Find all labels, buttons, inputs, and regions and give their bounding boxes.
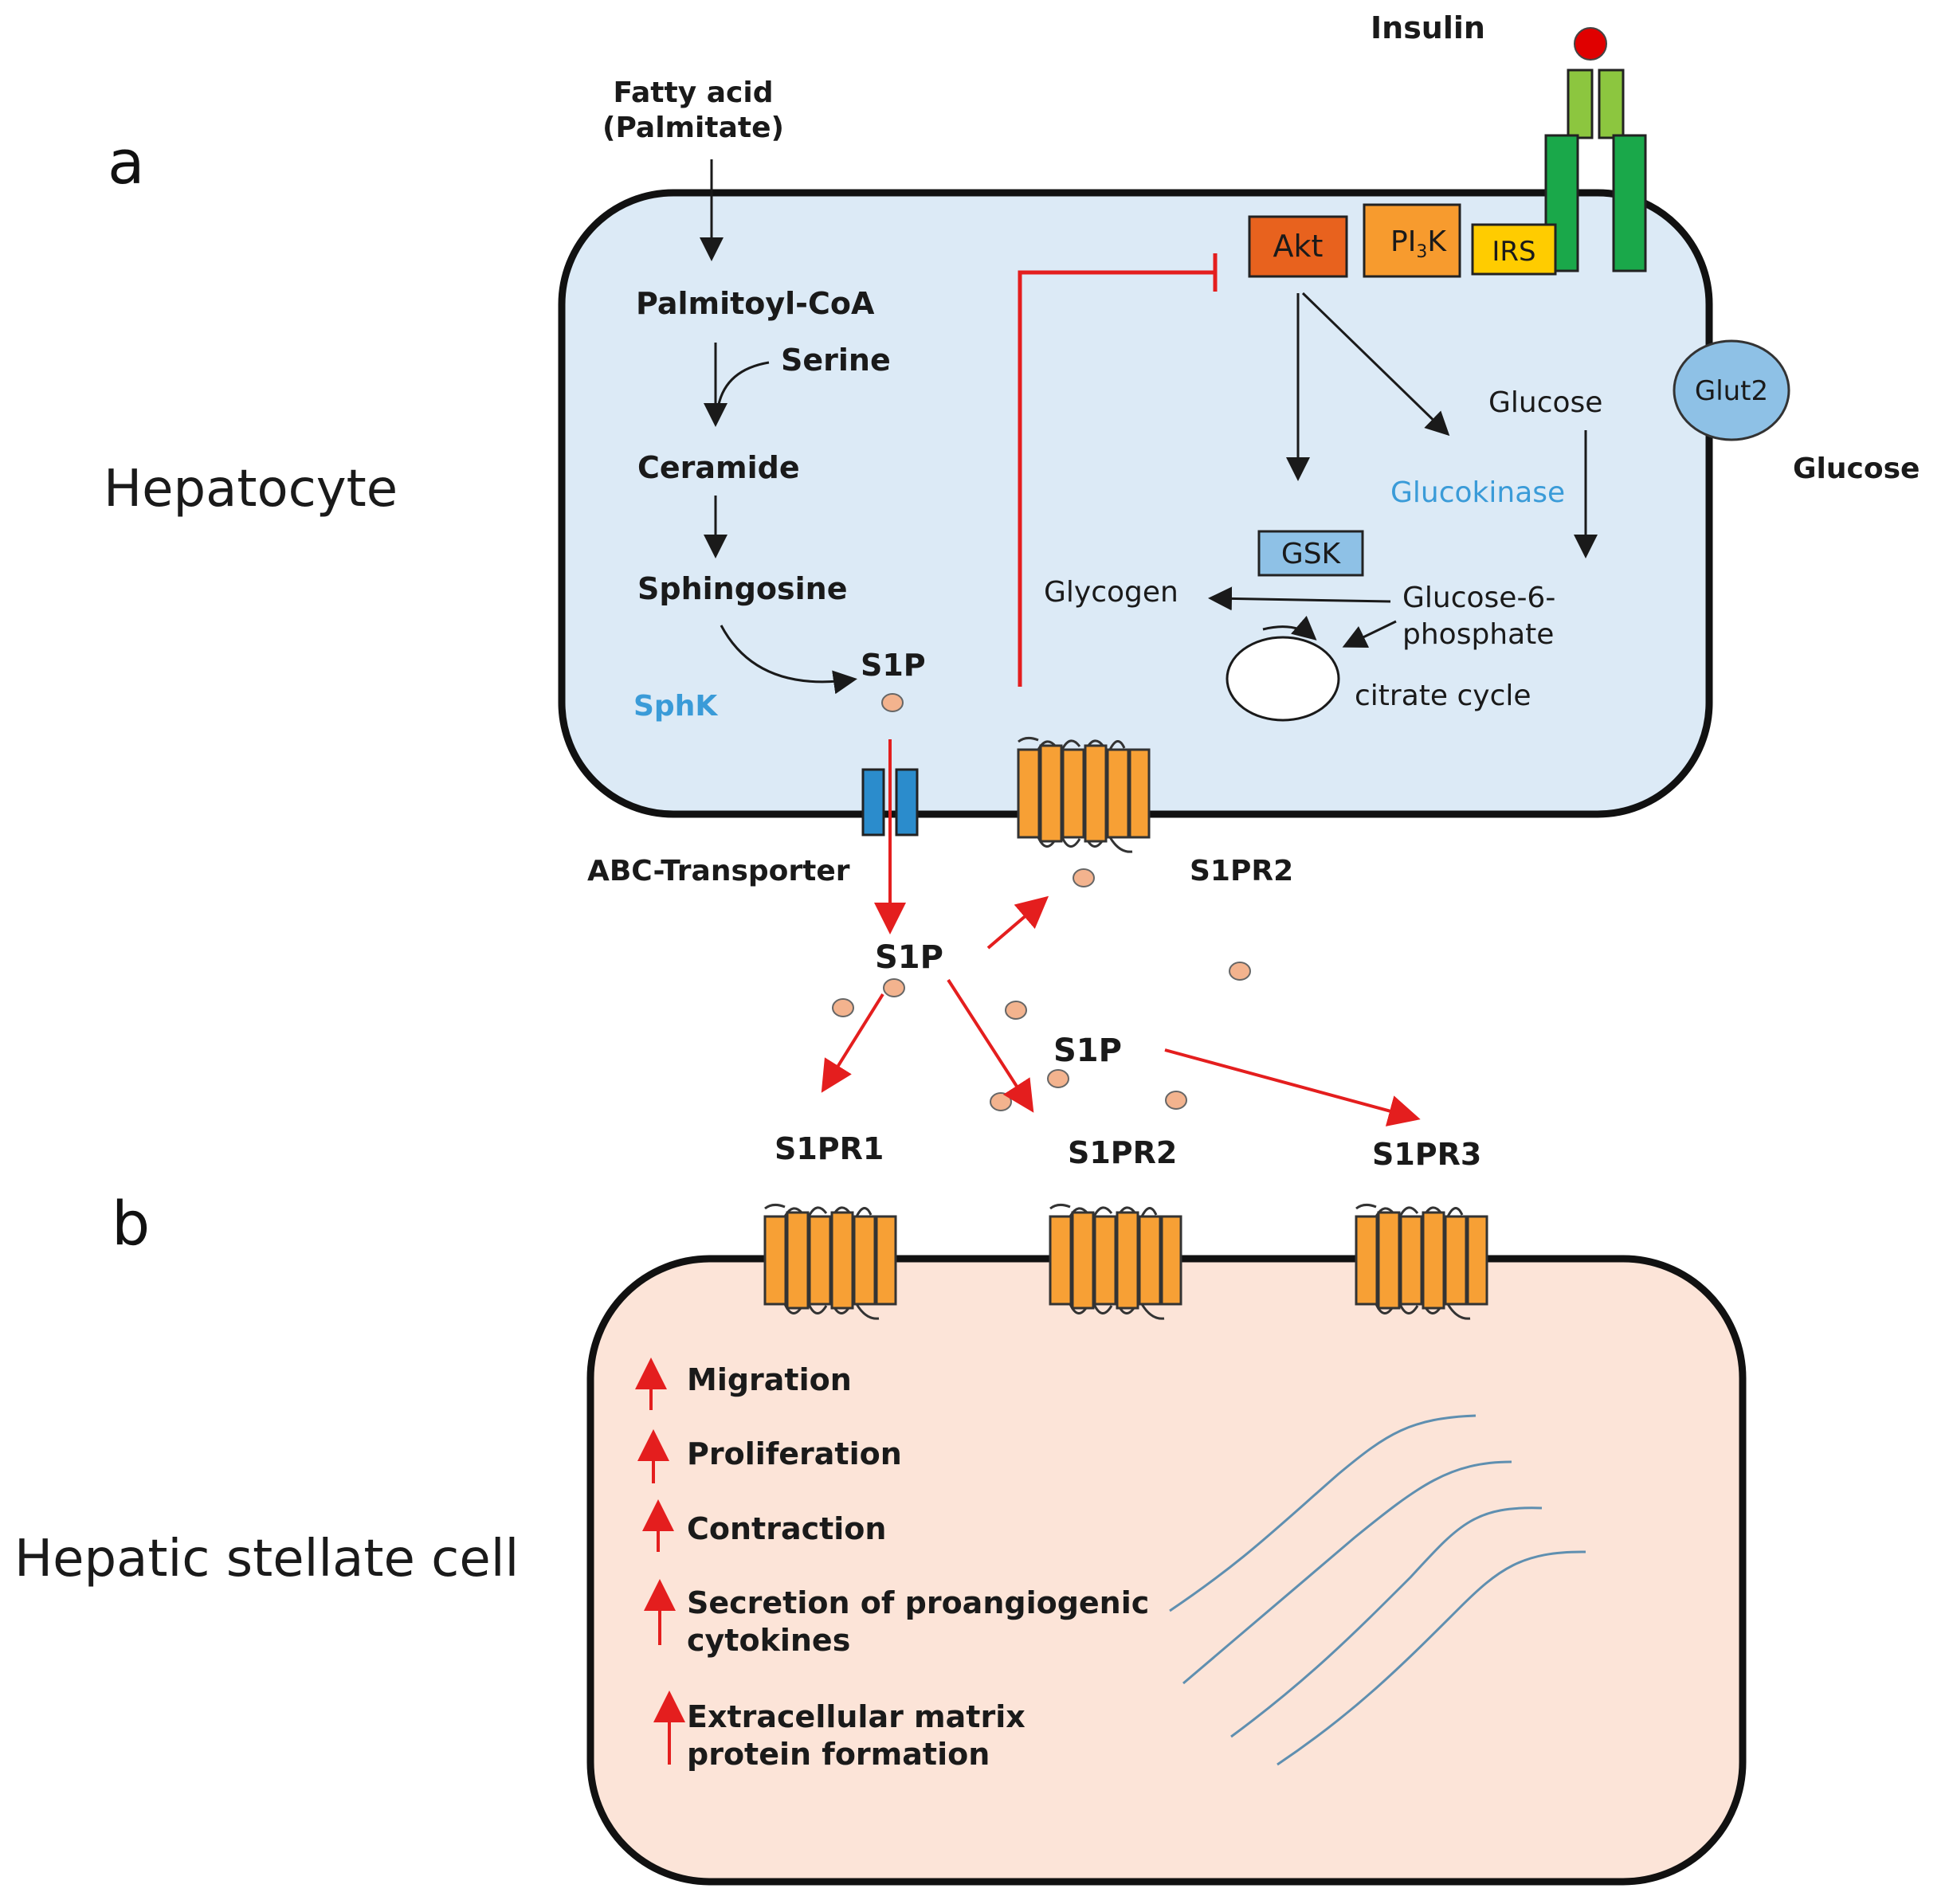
arrow-g6p-to-citrate: [1342, 620, 1397, 648]
effect-migration: Migration: [687, 1362, 852, 1397]
arrow-s1p-to-s1pr2: [947, 978, 1034, 1113]
effect-proliferation: Proliferation: [687, 1436, 902, 1471]
s1pr2-label-hepatocyte: S1PR2: [1190, 855, 1293, 887]
sphk-label: SphK: [633, 690, 718, 723]
s1p-molecule: [1229, 962, 1251, 981]
s1p-molecule: [881, 693, 904, 712]
abc-transporter-label: ABC-Transporter: [587, 855, 850, 887]
akt-box: [1248, 215, 1348, 278]
abc-transporter: [861, 768, 919, 836]
citrate-cycle-label: citrate cycle: [1355, 680, 1531, 712]
arrow-g6p-to-glycogen: [1208, 586, 1391, 611]
hepatocyte-label: Hepatocyte: [104, 460, 398, 519]
irs-label: IRS: [1492, 236, 1535, 268]
irs-box: [1471, 223, 1557, 276]
g6p-label-line1: Glucose-6-: [1402, 582, 1555, 614]
effect-contraction: Contraction: [687, 1511, 886, 1546]
insulin-label: Insulin: [1371, 10, 1485, 45]
pi3k-label: PI3K: [1390, 225, 1447, 262]
palmitate-label: (Palmitate): [602, 112, 784, 144]
s1p-molecule: [1047, 1069, 1069, 1088]
s1pr1-label: S1PR1: [775, 1131, 884, 1166]
effect-protein-formation: protein formation: [687, 1737, 990, 1772]
s1p-inside-label: S1P: [861, 648, 926, 683]
s1pr2-receptor-stellate: [1049, 1203, 1182, 1320]
stellate-cell-label: Hepatic stellate cell: [14, 1530, 519, 1589]
arrow-s1p-to-hepatocyte-s1pr2: [986, 895, 1049, 950]
stellate-cell: [586, 1255, 1747, 1886]
effect-secretion: Secretion of proangiogenic: [687, 1585, 1149, 1620]
glucose-outside-label: Glucose: [1793, 452, 1920, 485]
citrate-cycle-arrow: [1262, 615, 1317, 641]
s1p-molecule: [883, 978, 905, 997]
glucose-inside-label: Glucose: [1488, 386, 1602, 419]
arrow-sphingosine-to-s1p: [720, 625, 857, 695]
s1p-extracellular-label: S1P: [875, 939, 943, 976]
s1pr2-receptor-hepatocyte: [1017, 736, 1151, 853]
serine-label: Serine: [781, 343, 891, 378]
panel-b-letter: b: [112, 1188, 150, 1259]
s1p-molecule: [1165, 1091, 1187, 1110]
gsk-box: [1257, 530, 1364, 577]
s1p-molecule: [1073, 868, 1095, 887]
s1pr3-label: S1PR3: [1372, 1137, 1481, 1172]
glut2-label: Glut2: [1695, 375, 1768, 407]
glut2-transporter: [1673, 339, 1790, 441]
g6p-label-line2: phosphate: [1402, 618, 1554, 651]
s1pr1-receptor: [763, 1203, 897, 1320]
citrate-cycle-circle: [1226, 636, 1340, 722]
effect-cytokines: cytokines: [687, 1623, 850, 1658]
ecm-fibers: [1169, 1414, 1586, 1766]
s1pr2-label: S1PR2: [1068, 1135, 1177, 1170]
panel-a-letter: a: [108, 127, 145, 198]
gsk-label: GSK: [1281, 538, 1342, 570]
sphingosine-label: Sphingosine: [637, 571, 847, 606]
palmitoyl-coa-label: Palmitoyl-CoA: [636, 286, 875, 321]
s1p-molecule: [1005, 1001, 1027, 1020]
arrow-akt-to-glucose: [1301, 292, 1450, 437]
ceramide-label: Ceramide: [637, 450, 800, 485]
glucokinase-label: Glucokinase: [1390, 476, 1565, 509]
s1pr2-inhibits-akt-line: [1018, 270, 1215, 687]
akt-label: Akt: [1273, 229, 1324, 264]
fatty-acid-label: Fatty acid: [614, 76, 774, 109]
s1pr3-receptor: [1355, 1203, 1488, 1320]
serine-input-curve: [716, 361, 770, 415]
arrow-s1p-to-s1pr1: [821, 993, 884, 1093]
s1p-molecule: [990, 1092, 1012, 1111]
s1p-extracellular-label-2: S1P: [1053, 1032, 1122, 1069]
s1p-molecule: [832, 998, 854, 1017]
effect-ecm: Extracellular matrix: [687, 1699, 1026, 1734]
arrow-s1p-to-s1pr3: [1164, 1048, 1421, 1126]
insulin-ball-icon: [1574, 27, 1607, 61]
glycogen-label: Glycogen: [1044, 576, 1178, 609]
pi3k-box: [1363, 203, 1461, 278]
